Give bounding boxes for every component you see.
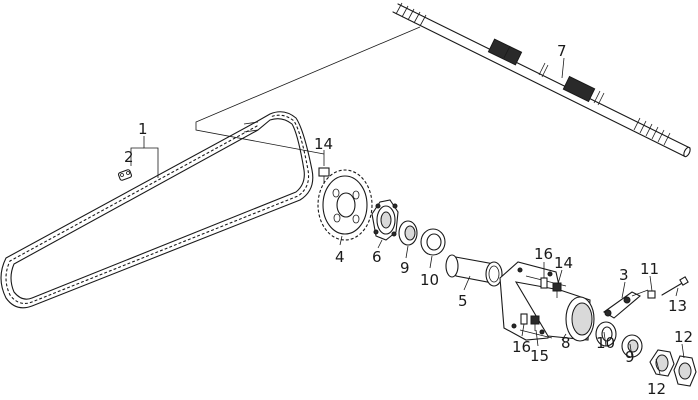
chain-adjuster[interactable] (602, 289, 649, 319)
axle-shaft[interactable] (392, 2, 691, 158)
label-housing-bolt-lower: 15 (530, 347, 549, 365)
axle-leader-lines (195, 26, 421, 155)
lock-nut-lower[interactable] (649, 349, 675, 377)
label-adjuster-nut: 11 (640, 260, 659, 278)
label-sprocket-hub: 6 (372, 248, 382, 266)
seal-left[interactable] (420, 228, 446, 256)
sprocket-hub[interactable] (371, 199, 399, 241)
drive-chain[interactable] (0, 111, 314, 309)
label-chain-adjuster: 3 (619, 266, 629, 284)
label-housing-bolt-upper: 14 (554, 254, 573, 272)
label-adjuster-bolt: 13 (668, 297, 687, 315)
adjuster-nut[interactable] (647, 290, 656, 299)
label-spacer-sleeve: 5 (458, 292, 468, 310)
label-chain: 1 (138, 120, 148, 138)
label-rear-sprocket: 4 (335, 248, 345, 266)
rear-sprocket[interactable] (317, 169, 373, 241)
bearing-left[interactable] (398, 220, 418, 246)
label-seal-left: 10 (420, 271, 439, 289)
lock-nut-upper[interactable] (673, 355, 697, 387)
label-1-2-leaders (130, 136, 159, 178)
label-stud-lower: 16 (512, 338, 531, 356)
label-bearing-left: 9 (400, 259, 410, 277)
housing-bolt-lower[interactable] (530, 315, 540, 331)
bearing-housing[interactable] (499, 261, 595, 342)
label-seal-right: 10 (596, 334, 615, 352)
housing-bolt-upper[interactable] (552, 282, 562, 298)
adjuster-bolt[interactable] (661, 276, 689, 296)
stud-lower[interactable] (520, 313, 528, 325)
label-bearing-housing: 8 (561, 334, 571, 352)
label-sprocket-bolt: 14 (314, 135, 333, 153)
sprocket-bolt[interactable] (318, 167, 330, 184)
label-bearing-right: 9 (625, 348, 635, 366)
stud-upper[interactable] (540, 277, 548, 289)
label-axle-shaft: 7 (557, 42, 567, 60)
label-lock-nut-lower: 12 (647, 380, 666, 398)
label-leaders (323, 57, 685, 375)
label-chain-clip: 2 (124, 148, 134, 166)
label-stud-upper: 16 (534, 245, 553, 263)
chain-clip[interactable] (118, 169, 132, 181)
spacer-sleeve[interactable] (445, 254, 503, 287)
label-lock-nut-upper: 12 (674, 328, 693, 346)
